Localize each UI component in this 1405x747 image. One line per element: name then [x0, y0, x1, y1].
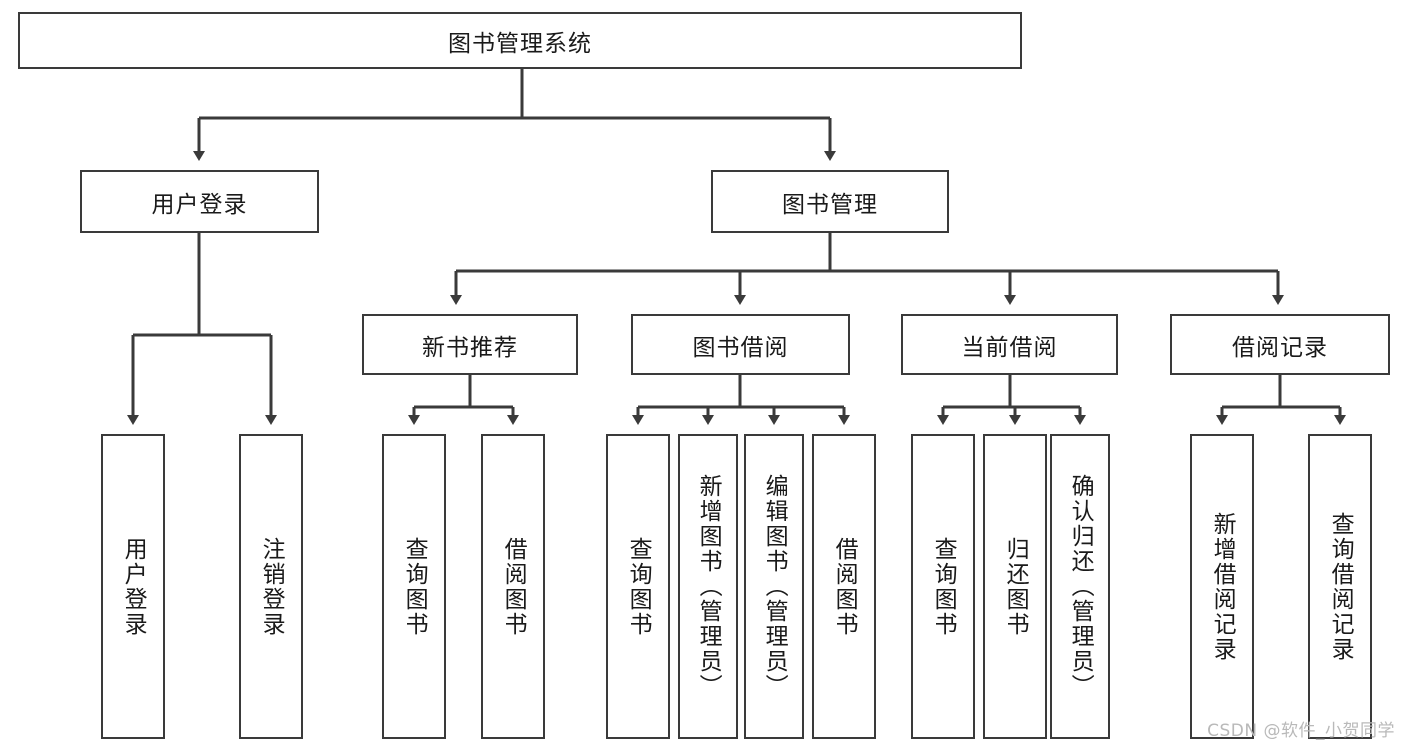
node-book-management[interactable]: 图书管理: [711, 170, 949, 233]
node-current-borrow[interactable]: 当前借阅: [901, 314, 1118, 375]
leaf-add-book-admin-label: 新增图书（管理员）: [695, 474, 722, 699]
node-user-login-label: 用户登录: [151, 191, 248, 218]
leaf-query-book-borrow-label: 查询图书: [625, 536, 652, 637]
leaf-query-book-current[interactable]: 查询图书: [911, 434, 975, 739]
leaf-return-book-label: 归还图书: [1002, 536, 1029, 637]
leaf-borrow-book-recommend-label: 借阅图书: [500, 536, 527, 637]
leaf-query-book-recommend-label: 查询图书: [401, 536, 428, 637]
leaf-query-borrow-record[interactable]: 查询借阅记录: [1308, 434, 1372, 739]
leaf-query-book-borrow[interactable]: 查询图书: [606, 434, 670, 739]
node-user-login[interactable]: 用户登录: [80, 170, 319, 233]
node-current-borrow-label: 当前借阅: [961, 334, 1058, 361]
leaf-user-login-label: 用户登录: [120, 536, 147, 637]
leaf-add-book-admin[interactable]: 新增图书（管理员）: [678, 434, 738, 739]
node-book-management-label: 图书管理: [782, 191, 878, 218]
node-new-book-recommend-label: 新书推荐: [422, 334, 518, 361]
leaf-borrow-book-recommend[interactable]: 借阅图书: [481, 434, 545, 739]
leaf-user-login[interactable]: 用户登录: [101, 434, 165, 739]
leaf-return-book[interactable]: 归还图书: [983, 434, 1047, 739]
leaf-logout-label: 注销登录: [258, 536, 285, 637]
node-root[interactable]: 图书管理系统: [18, 12, 1022, 69]
node-root-label: 图书管理系统: [448, 30, 592, 57]
leaf-confirm-return-admin-label: 确认归还（管理员）: [1067, 474, 1094, 699]
node-borrow-record[interactable]: 借阅记录: [1170, 314, 1390, 375]
leaf-query-book-recommend[interactable]: 查询图书: [382, 434, 446, 739]
leaf-logout[interactable]: 注销登录: [239, 434, 303, 739]
node-book-borrow-label: 图书借阅: [692, 334, 789, 361]
leaf-query-borrow-record-label: 查询借阅记录: [1327, 511, 1354, 662]
leaf-edit-book-admin[interactable]: 编辑图书（管理员）: [744, 434, 804, 739]
leaf-add-borrow-record[interactable]: 新增借阅记录: [1190, 434, 1254, 739]
leaf-add-borrow-record-label: 新增借阅记录: [1209, 511, 1236, 662]
node-borrow-record-label: 借阅记录: [1232, 334, 1328, 361]
leaf-borrow-book[interactable]: 借阅图书: [812, 434, 876, 739]
watermark: CSDN @软件_小贺同学: [1207, 721, 1395, 741]
leaf-confirm-return-admin[interactable]: 确认归还（管理员）: [1050, 434, 1110, 739]
leaf-borrow-book-label: 借阅图书: [831, 536, 858, 637]
leaf-query-book-current-label: 查询图书: [930, 536, 957, 637]
node-new-book-recommend[interactable]: 新书推荐: [362, 314, 578, 375]
leaf-edit-book-admin-label: 编辑图书（管理员）: [761, 474, 788, 699]
node-book-borrow[interactable]: 图书借阅: [631, 314, 850, 375]
